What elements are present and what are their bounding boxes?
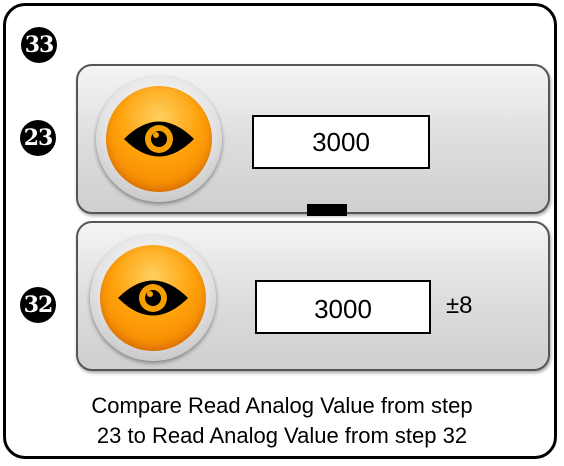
read-analog-button-bottom[interactable] <box>90 235 216 361</box>
top-value-field: 3000 <box>252 115 430 169</box>
caption-line-2: 23 to Read Analog Value from step 32 <box>96 423 468 448</box>
caption: Compare Read Analog Value from step 23 t… <box>40 391 524 451</box>
read-analog-panel-bottom: 3000 ±8 <box>76 221 550 371</box>
top-step-badge: 23 <box>20 120 56 156</box>
eye-icon <box>124 121 194 157</box>
read-analog-button-top[interactable] <box>96 76 222 202</box>
equals-bar-top <box>307 204 347 216</box>
orb <box>106 86 212 192</box>
caption-line-1: Compare Read Analog Value from step <box>91 393 473 418</box>
step-number-badge: 33 <box>21 27 57 63</box>
tolerance-label: ±8 <box>446 292 473 319</box>
orb <box>100 245 206 351</box>
eye-icon <box>118 280 188 316</box>
bottom-value-field: 3000 <box>255 280 431 334</box>
bottom-step-badge: 32 <box>20 287 56 323</box>
read-analog-panel-top: 3000 <box>76 64 550 214</box>
